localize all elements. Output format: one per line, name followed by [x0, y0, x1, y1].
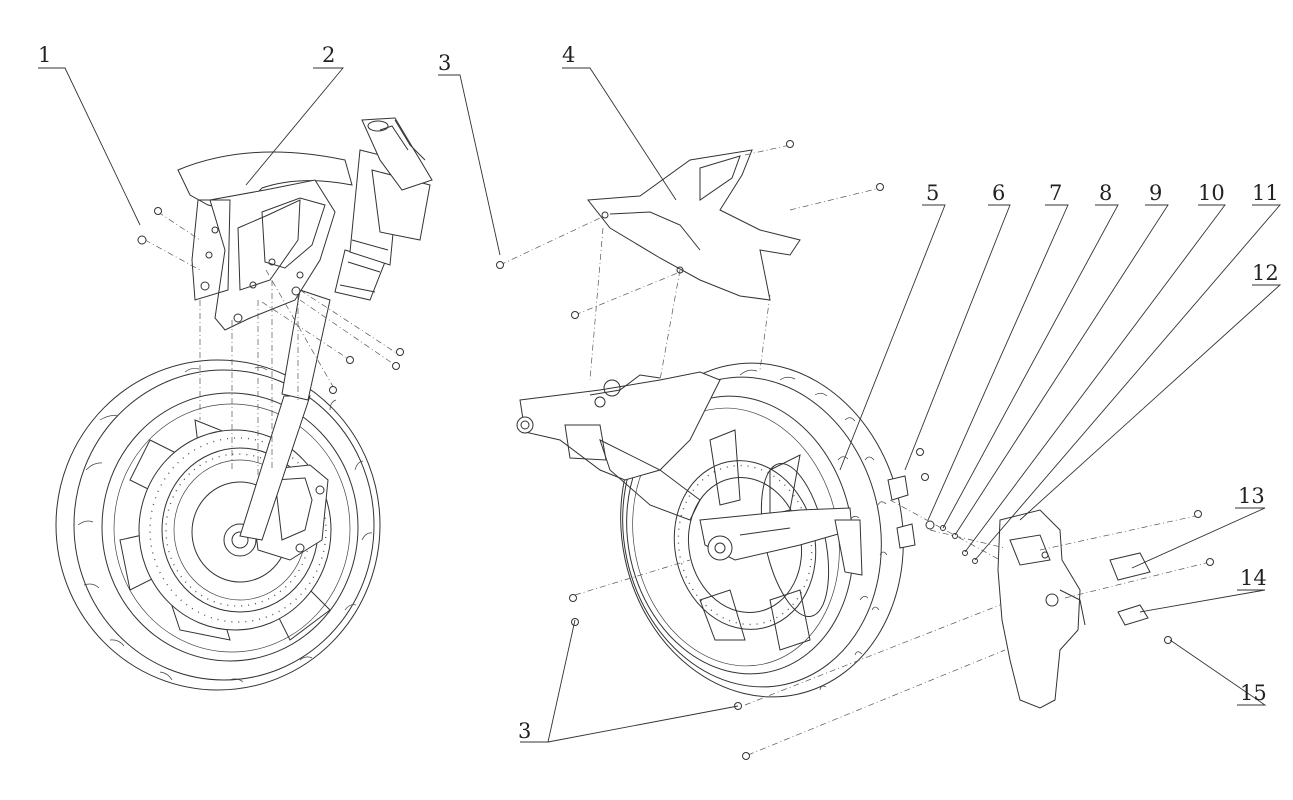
rear-fasteners	[496, 140, 1214, 760]
callout-3-top: 3	[438, 51, 451, 75]
callout-2: 2	[322, 43, 335, 67]
rear-reflector	[1117, 604, 1149, 626]
front-fork	[239, 117, 433, 541]
rear-wheel-assembly	[496, 140, 1214, 760]
callout-3-bottom: 3	[518, 719, 531, 743]
callout-14: 14	[1240, 566, 1267, 590]
callout-11: 11	[1252, 181, 1279, 205]
callout-8: 8	[1099, 181, 1112, 205]
callout-1: 1	[38, 43, 51, 67]
callout-15: 15	[1240, 681, 1267, 705]
callout-9: 9	[1149, 181, 1162, 205]
callout-12: 12	[1252, 261, 1279, 285]
callout-6: 6	[992, 181, 1005, 205]
front-fasteners	[137, 207, 404, 394]
callout-labels: 1 2 3 4 5 6 7 8 9 10 11 12 13 14 15 3	[38, 43, 1279, 743]
callout-7: 7	[1049, 181, 1062, 205]
rear-swingarm	[516, 371, 863, 576]
callout-5: 5	[926, 181, 939, 205]
reflector-plate	[1109, 552, 1151, 581]
front-assembly-lines	[144, 211, 399, 480]
rear-mudguard	[997, 509, 1086, 709]
front-wheel-assembly	[55, 117, 433, 691]
callout-13: 13	[1238, 484, 1265, 508]
rear-hugger	[587, 149, 801, 301]
callout-10: 10	[1198, 181, 1225, 205]
leader-lines	[38, 67, 1282, 743]
front-fender	[177, 151, 353, 331]
callout-4: 4	[562, 43, 575, 67]
rear-assembly-lines	[499, 144, 1211, 756]
